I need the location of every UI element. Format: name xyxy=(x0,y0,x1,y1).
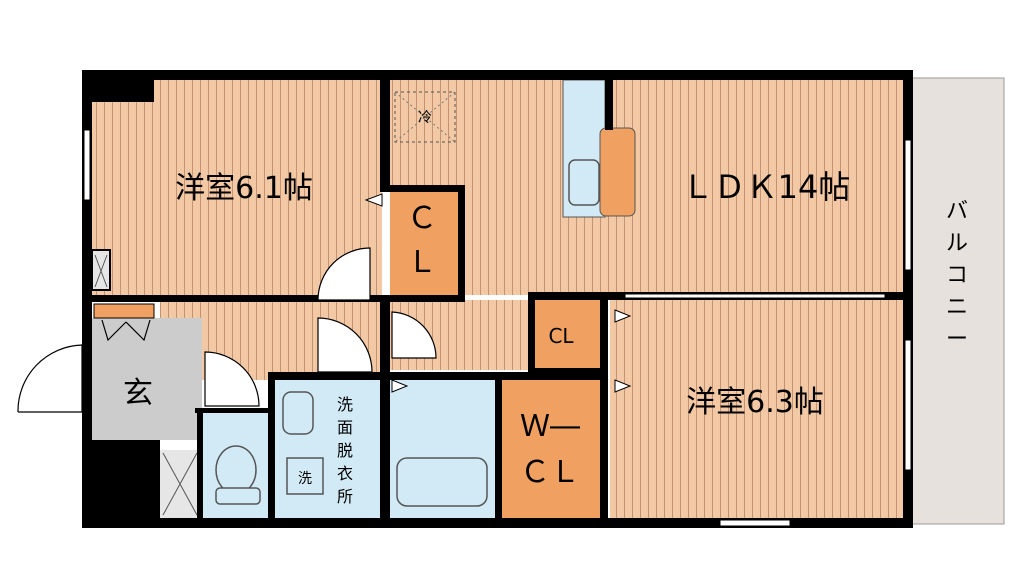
washer-icon xyxy=(286,457,324,495)
windows xyxy=(83,129,912,527)
washer-label: 洗 xyxy=(298,471,312,487)
washbasin-icon xyxy=(282,391,314,435)
closet-1-label-top: Ｃ xyxy=(407,201,437,236)
doors xyxy=(17,247,437,413)
balcony-label: バ ル コ ニ ー xyxy=(946,199,968,352)
svg-text:所: 所 xyxy=(337,487,353,506)
ldk-label: ＬＤＫ14帖 xyxy=(682,168,851,206)
stove xyxy=(599,127,636,217)
closet-2 xyxy=(535,300,605,368)
entrance-label: 玄 xyxy=(123,376,153,411)
walk-in-closet-label-bottom: ＣＬ xyxy=(520,455,580,490)
entrance-step xyxy=(93,303,155,319)
shoe-box-cross-icon xyxy=(94,254,108,288)
door-arrows xyxy=(364,193,632,393)
toilet-icon xyxy=(215,445,261,505)
washroom-label: 洗 面 脱 衣 所 xyxy=(337,395,353,506)
storage-cross-icon xyxy=(162,452,198,516)
svg-text:面: 面 xyxy=(337,418,353,437)
western-room-1-label: 洋室6.1帖 xyxy=(175,171,313,206)
svg-text:脱: 脱 xyxy=(337,441,353,460)
sink-icon xyxy=(568,159,600,206)
svg-text:ル: ル xyxy=(946,231,968,256)
svg-text:バ: バ xyxy=(946,199,968,224)
svg-text:洗: 洗 xyxy=(337,395,353,414)
closet-2-label: CL xyxy=(548,324,574,348)
closet-1 xyxy=(390,185,460,295)
fridge-space xyxy=(394,91,456,143)
svg-text:ニ: ニ xyxy=(946,295,968,320)
closet-1-label-bottom: Ｌ xyxy=(407,245,437,280)
walk-in-closet-label-top: Ｗ― xyxy=(520,409,580,444)
svg-text:衣: 衣 xyxy=(337,464,353,483)
bathtub-icon xyxy=(396,457,488,507)
western-room-2-label: 洋室6.3帖 xyxy=(686,385,824,420)
svg-text:コ: コ xyxy=(946,263,968,288)
fridge-label: 冷 xyxy=(418,110,432,126)
balcony-area xyxy=(909,77,1005,525)
walk-in-closet xyxy=(502,378,607,518)
svg-text:ー: ー xyxy=(946,327,968,352)
